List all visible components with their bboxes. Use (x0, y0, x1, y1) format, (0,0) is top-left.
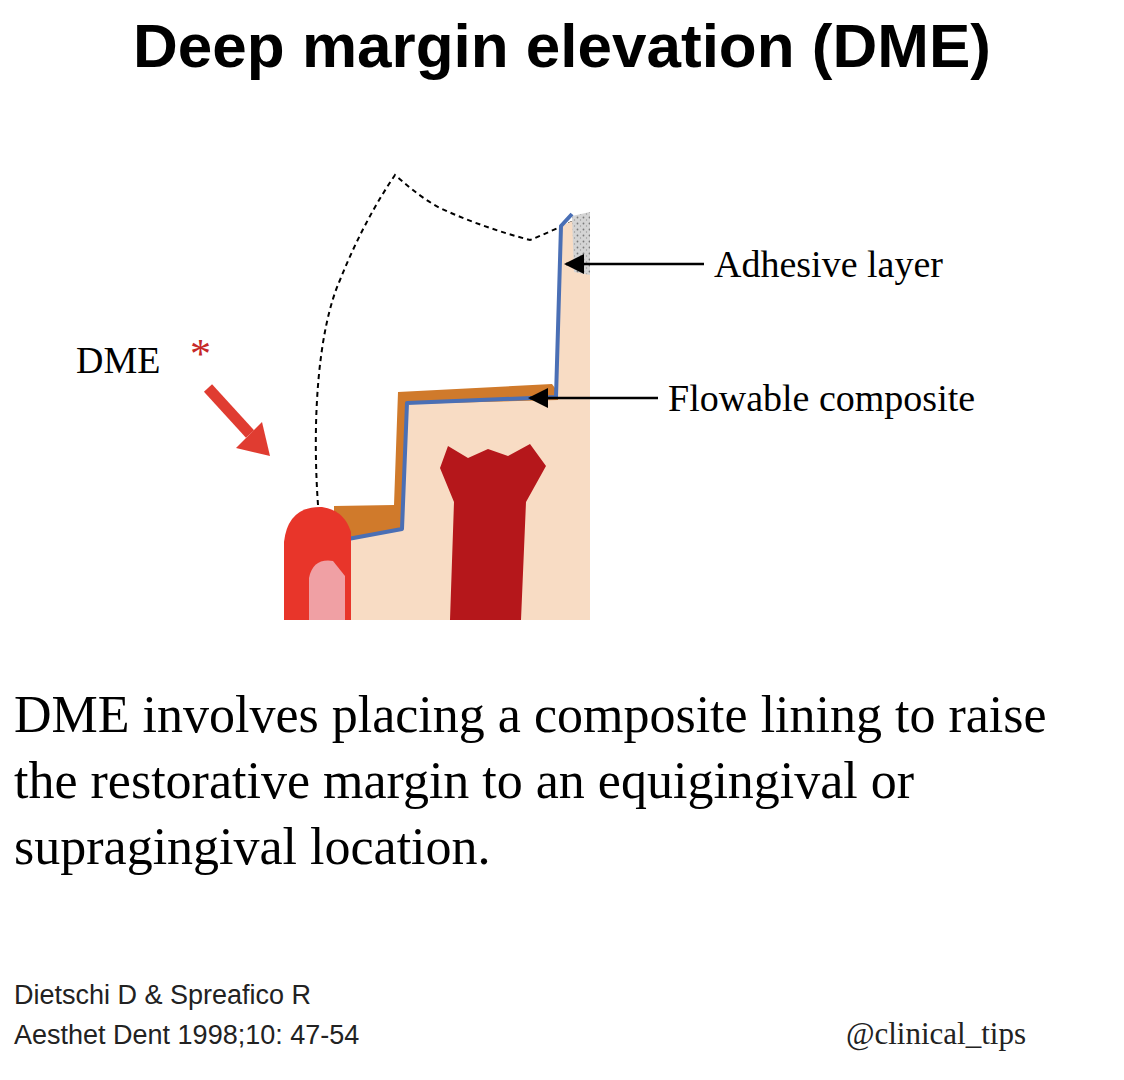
caption: DME involves placing a composite lining … (14, 682, 1104, 880)
leader-arrow (530, 397, 658, 400)
citation: Aesthet Dent 1998;10: 47-54 (14, 1020, 359, 1051)
title: Deep margin elevation (DME) (0, 6, 1124, 86)
leader-arrow (566, 263, 704, 266)
pulp (440, 444, 546, 620)
adhesive-layer (348, 214, 572, 539)
part-label: DME (76, 338, 160, 382)
gingiva-inner (309, 561, 345, 620)
gingiva (284, 507, 351, 620)
dme-arrow-head (236, 422, 270, 456)
part-label: Adhesive layer (714, 242, 943, 286)
part-label: Flowable composite (668, 376, 975, 420)
dme-arrow (208, 388, 250, 434)
asterisk-mark: * (190, 330, 211, 378)
enamel-strip (572, 212, 590, 275)
flowable-composite-layer (334, 384, 558, 540)
watermark: @clinical_tips (846, 1016, 1026, 1052)
citation: Dietschi D & Spreafico R (14, 980, 311, 1011)
tooth-structure (345, 214, 590, 620)
